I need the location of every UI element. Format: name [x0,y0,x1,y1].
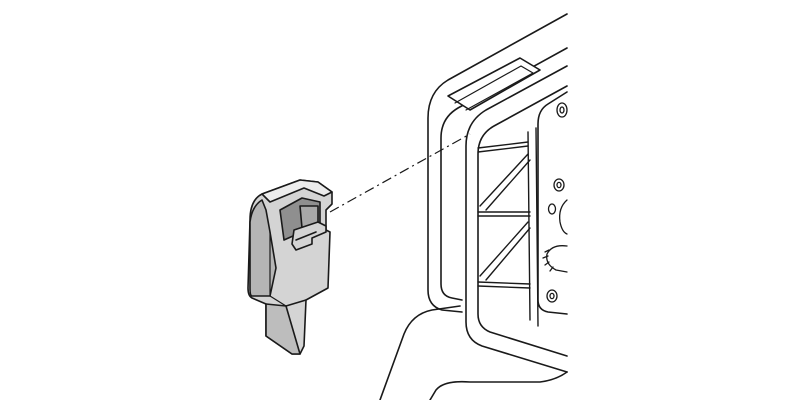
device-housing [379,13,568,400]
clip-hook-edge [295,231,317,241]
clip-side-ridge [269,231,287,307]
housing-holes [546,102,568,303]
housing-top-slot-inner [454,65,534,111]
clip-cover-part [247,179,333,355]
clip-leg-face [265,303,301,355]
clip-hook-tab [291,221,327,251]
housing-knob [542,245,568,273]
housing-base-arm [379,305,461,400]
housing-mount-panel [537,91,568,315]
clip-top-lip [261,179,333,203]
housing-top-slot [447,57,541,111]
housing-base-arm-inner [429,371,568,400]
clip-leg-edge [285,299,307,307]
alignment-leader-line [329,133,471,213]
